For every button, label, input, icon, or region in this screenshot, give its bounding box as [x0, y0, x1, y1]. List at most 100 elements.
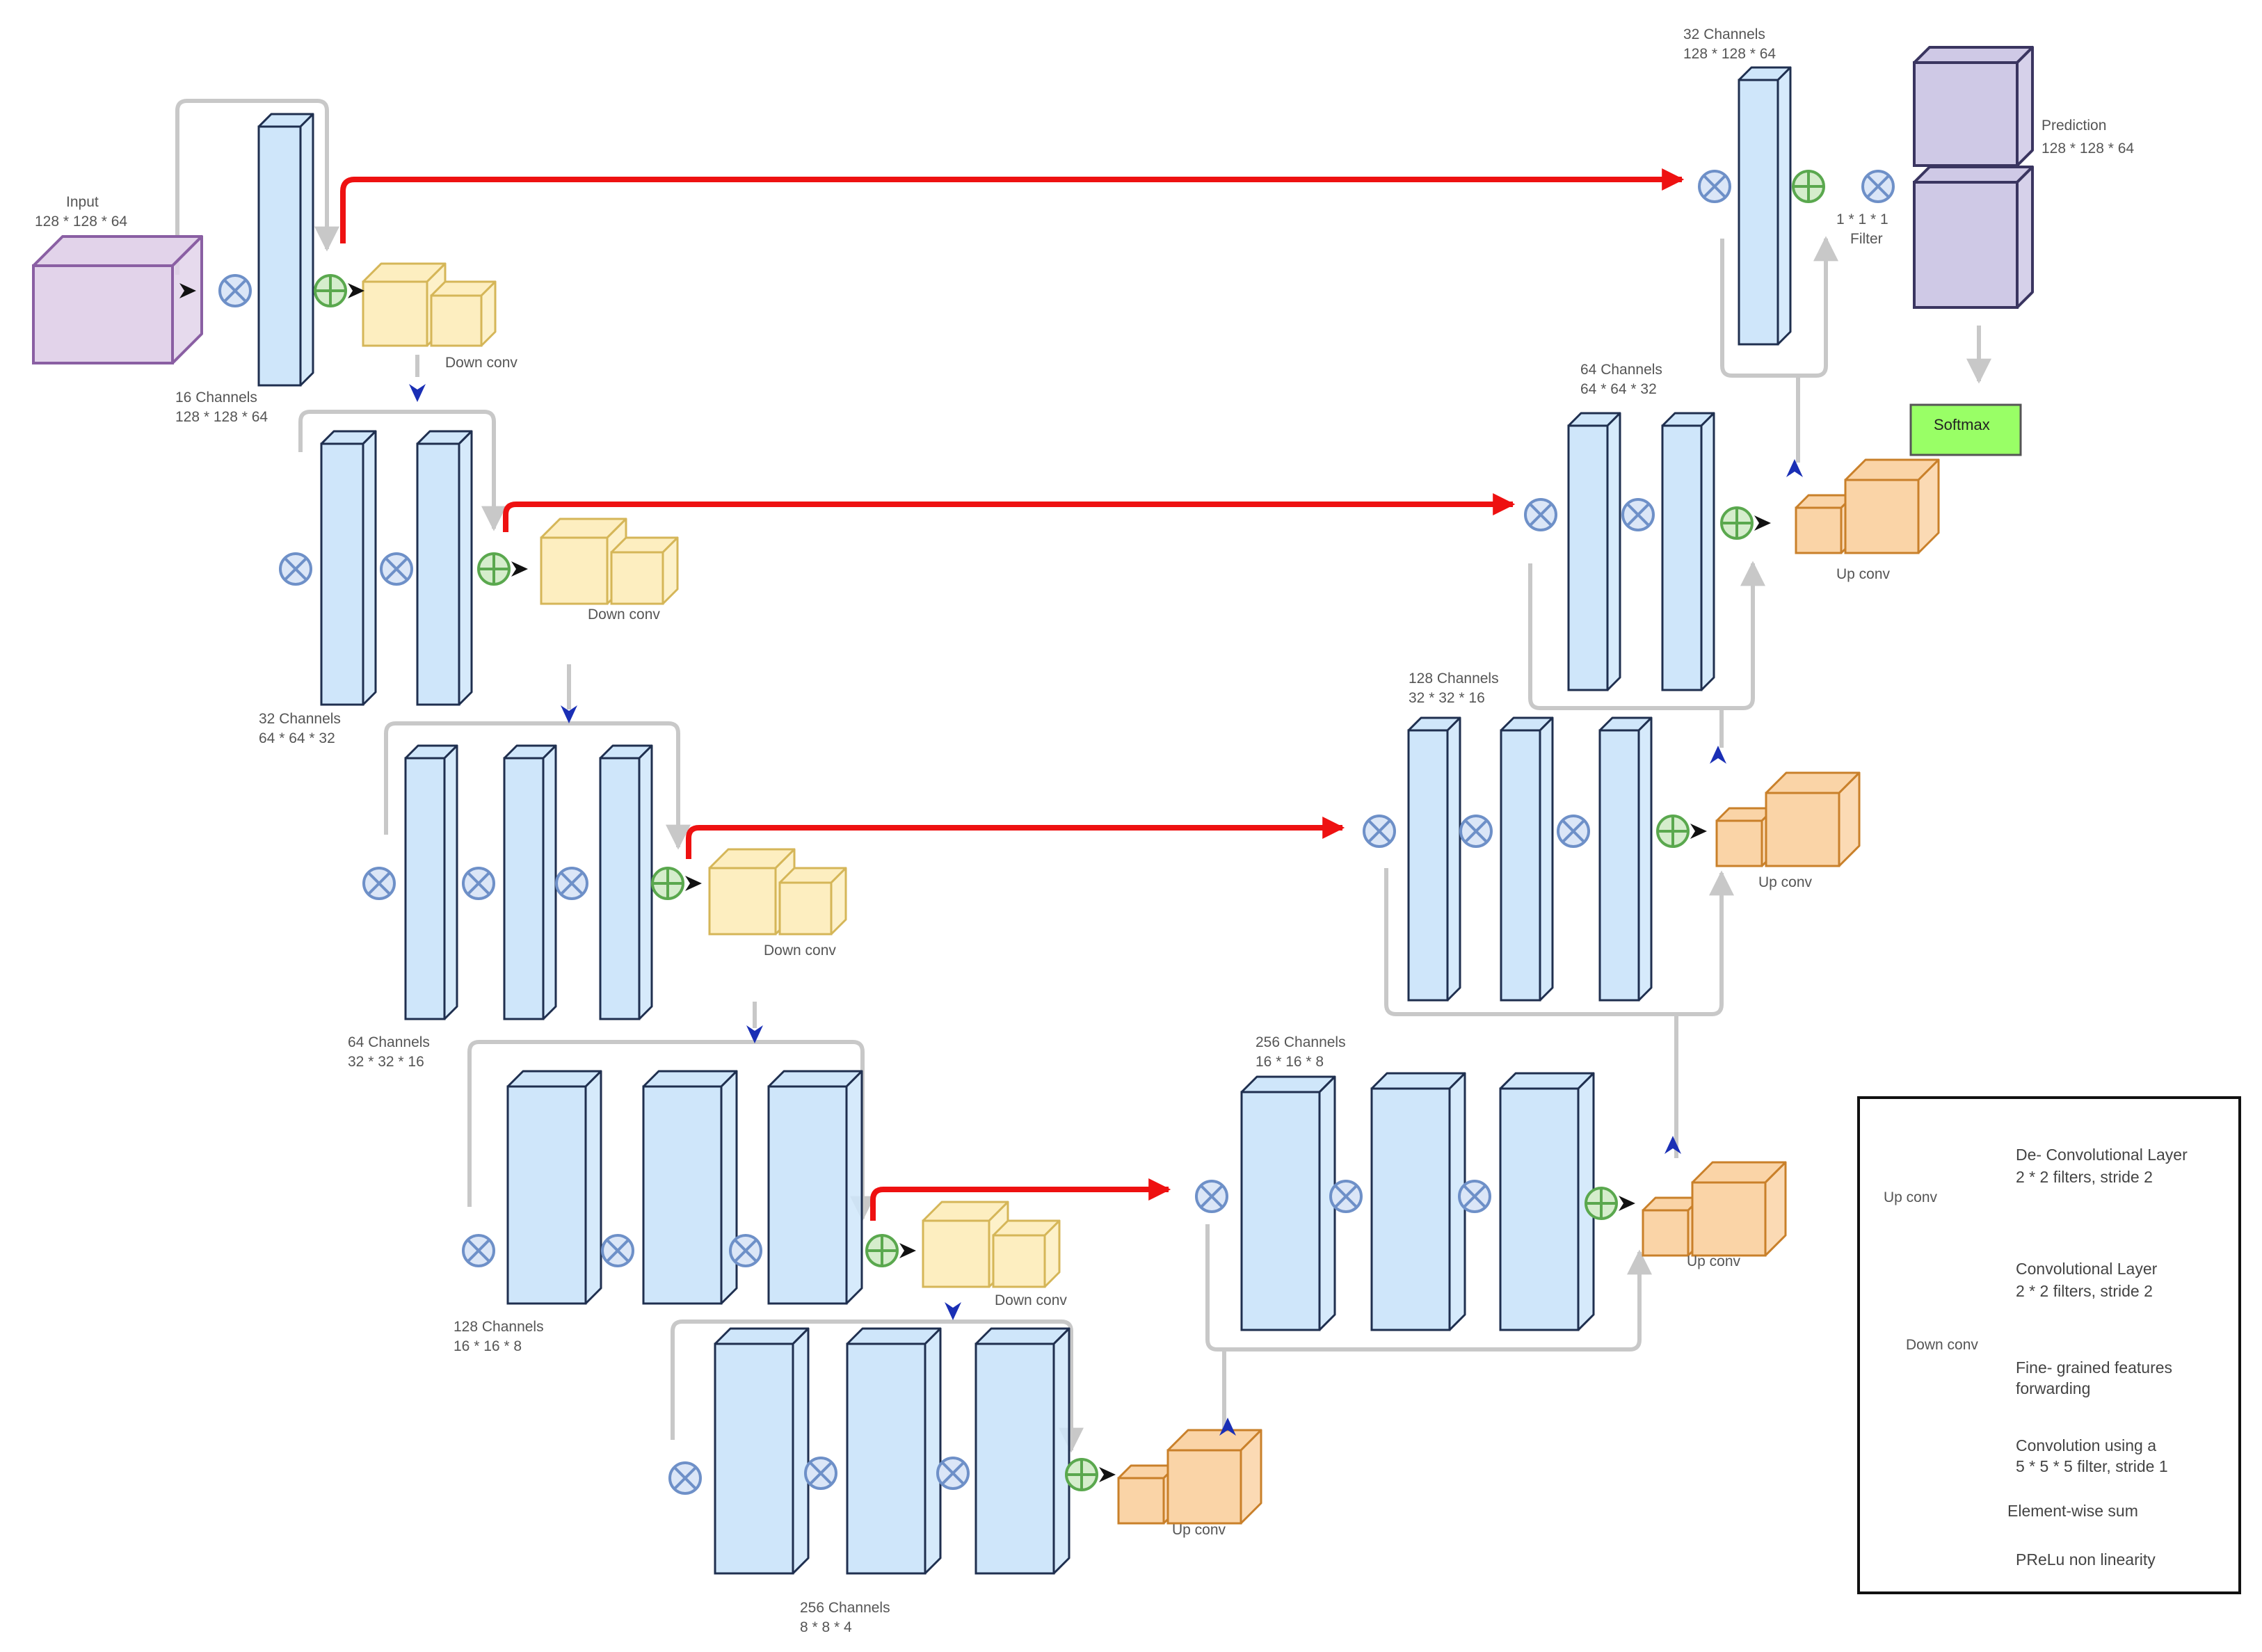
prediction-volume-1 — [1913, 46, 2034, 167]
sum-icon — [1195, 1180, 1228, 1213]
legend-conv-caption: Down conv — [1906, 1337, 1978, 1353]
legend: De- Convolutional Layer 2 * 2 filters, s… — [1857, 1096, 2241, 1594]
up-conv-cubes-dec4-large — [1691, 1161, 1787, 1257]
enc3-channels: 64 Channels — [348, 1034, 430, 1050]
dec4-block-2 — [1370, 1072, 1466, 1331]
forward-arrow-level2 — [503, 493, 1516, 532]
up-conv-cubes-dec4-small-front — [1642, 1209, 1690, 1257]
dec4-block-1 — [1240, 1075, 1336, 1331]
up-conv-cubes-dec2-large-front — [1844, 479, 1920, 554]
enc2-channels: 32 Channels — [259, 711, 341, 727]
enc2-block-2-side — [458, 430, 473, 706]
down-conv-cubes-4-large-front — [922, 1219, 990, 1288]
forward-arrow-level3 — [686, 817, 1345, 859]
down-conv-cubes-3-large-front — [708, 867, 777, 936]
skip-line-bottom — [671, 1320, 1084, 1453]
sum-icon — [1861, 170, 1895, 203]
enc4-block-3-front — [767, 1085, 848, 1305]
down-conv-cubes-4-small-front — [992, 1234, 1046, 1288]
dec1-block-1-front — [1738, 79, 1779, 346]
skip-line-enc1 — [175, 99, 339, 275]
down-conv-cubes-3-small — [778, 867, 847, 936]
conv-icon — [1720, 506, 1754, 540]
down-conv-cubes-2-large-front — [540, 536, 609, 605]
bottom-block-3 — [974, 1327, 1070, 1575]
bottom-block-1-front — [714, 1342, 794, 1575]
enc2-dims: 64 * 64 * 32 — [259, 730, 335, 746]
down-conv-label-3: Down conv — [764, 943, 836, 959]
enc4-block-3-side — [845, 1070, 863, 1305]
dec1-channels: 32 Channels — [1683, 26, 1765, 42]
up-conv-cubes-dec2 — [1795, 458, 1940, 554]
flow-arrow-icon — [179, 283, 196, 298]
bottom-dims: 8 * 8 * 4 — [800, 1619, 852, 1635]
prediction-volume-2-top — [1913, 166, 2034, 184]
up-conv-label-bottom: Up conv — [1172, 1522, 1226, 1538]
bottom-block-3-side — [1052, 1327, 1070, 1575]
legend-deconv-title: De- Convolutional Layer — [2016, 1146, 2188, 1164]
up-conv-label-dec3: Up conv — [1758, 874, 1813, 890]
flow-arrow-icon — [511, 561, 528, 577]
prelu-icon — [746, 1025, 763, 1043]
filter-dims: 1 * 1 * 1 — [1836, 211, 1888, 227]
dec4-block-2-front — [1370, 1087, 1451, 1331]
enc2-block-1-side — [362, 430, 377, 706]
dec2-channels: 64 Channels — [1580, 362, 1662, 378]
enc4-block-1-side — [584, 1070, 602, 1305]
prediction-volume-1-front — [1913, 61, 2019, 167]
prelu-icon — [1786, 459, 1803, 477]
sum-icon — [1458, 1180, 1491, 1213]
operation-symbols — [179, 170, 1959, 1571]
dec2-block-1 — [1567, 412, 1621, 691]
text-labels: Input 128 * 128 * 64 16 Channels 128 * 1… — [35, 26, 2134, 1635]
softmax-label: Softmax — [1934, 416, 1990, 433]
enc3-block-3-side — [638, 744, 653, 1020]
legend-prelu: PReLu non linearity — [2016, 1550, 2156, 1569]
skip-line-dec3 — [1384, 868, 1734, 1016]
sum-icon — [936, 1457, 970, 1490]
up-conv-cubes-bottom-large — [1166, 1429, 1262, 1525]
enc3-dims: 32 * 32 * 16 — [348, 1054, 424, 1070]
enc4-block-2 — [642, 1070, 738, 1305]
forward-arrow-level4 — [870, 1178, 1171, 1221]
prediction-dims: 128 * 128 * 64 — [2042, 141, 2134, 157]
flow-arrow-icon — [348, 283, 364, 298]
sum-icon — [1621, 498, 1655, 531]
skip-line-dec4 — [1205, 1224, 1652, 1352]
up-conv-label-dec4: Up conv — [1687, 1253, 1741, 1269]
up-conv-cubes-dec3-large-front — [1765, 792, 1840, 867]
bottom-block-1-side — [792, 1327, 810, 1575]
dec4-dims: 16 * 16 * 8 — [1256, 1054, 1324, 1070]
down-conv-cubes-4 — [922, 1201, 1061, 1288]
skip-line-enc2 — [298, 410, 506, 531]
dec3-block-1 — [1407, 716, 1461, 1002]
skip-line-dec2 — [1528, 561, 1765, 710]
dec3-channels: 128 Channels — [1409, 671, 1499, 687]
bottom-block-2-front — [846, 1342, 927, 1575]
sum-icon — [1524, 498, 1557, 531]
down-conv-cubes-3 — [708, 848, 847, 936]
sum-icon — [1459, 815, 1493, 848]
dec2-block-1-front — [1567, 424, 1609, 691]
skip-line-enc3 — [384, 721, 691, 850]
sum-icon — [804, 1457, 837, 1490]
sum-icon — [218, 274, 252, 307]
dec3-block-1-side — [1446, 716, 1461, 1002]
dec2-block-2-front — [1661, 424, 1703, 691]
enc3-block-2 — [503, 744, 557, 1020]
prediction-title: Prediction — [2042, 118, 2106, 134]
down-conv-cubes-1-small-front — [430, 294, 483, 347]
dec1-block-1-side — [1776, 66, 1792, 346]
enc4-block-2-side — [720, 1070, 738, 1305]
flow-arrow-icon — [899, 1243, 916, 1258]
input-title: Input — [66, 194, 99, 210]
sum-icon — [1329, 1180, 1363, 1213]
flow-arrow-icon — [1690, 824, 1707, 839]
up-conv-cubes-dec4 — [1642, 1161, 1787, 1257]
dec4-block-1-front — [1240, 1091, 1321, 1331]
dec3-block-3-side — [1637, 716, 1653, 1002]
enc3-block-1-front — [404, 757, 446, 1020]
up-conv-cubes-dec2-small-front — [1795, 506, 1843, 554]
enc1-block-1 — [257, 113, 314, 387]
dec3-block-2-front — [1500, 729, 1541, 1002]
